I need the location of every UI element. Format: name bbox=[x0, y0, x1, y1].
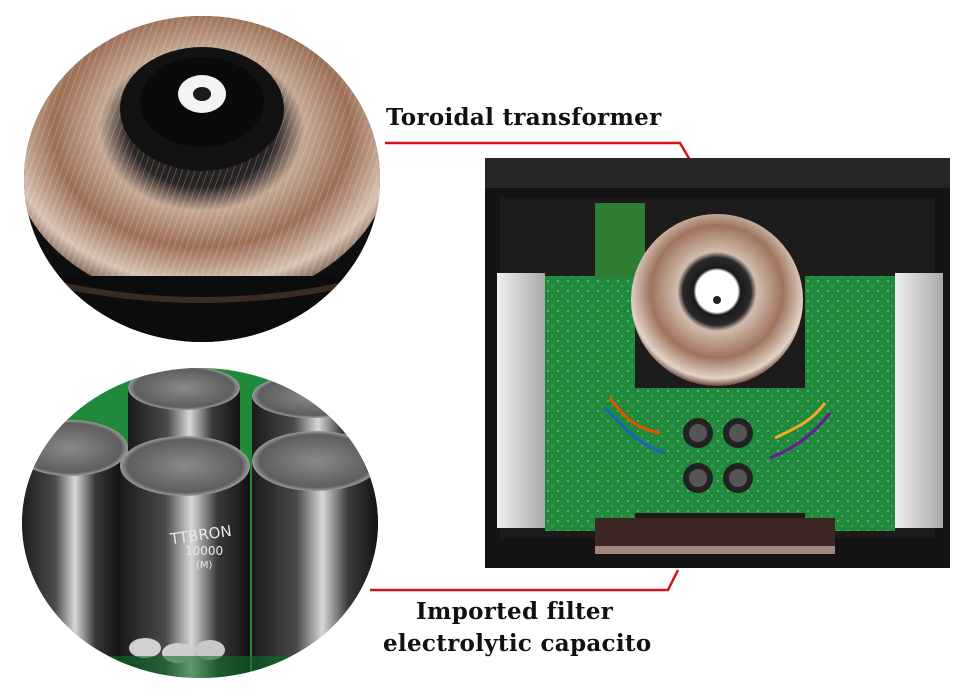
capacitor-value-marking: 10000 bbox=[185, 544, 224, 558]
capacitor-closeup: TTBRON 10000 (M) bbox=[20, 366, 380, 681]
capacitor-leader-line bbox=[370, 569, 680, 592]
capacitor-tolerance-marking: (M) bbox=[196, 560, 213, 571]
transformer-closeup bbox=[22, 14, 382, 344]
capacitor-label-line1: Imported filter bbox=[416, 598, 614, 625]
transformer-label: Toroidal transformer bbox=[386, 104, 662, 131]
amplifier-interior-photo bbox=[485, 158, 950, 568]
transformer-leader-line bbox=[385, 141, 692, 161]
capacitor-label-line2: electrolytic capacito bbox=[383, 630, 652, 657]
